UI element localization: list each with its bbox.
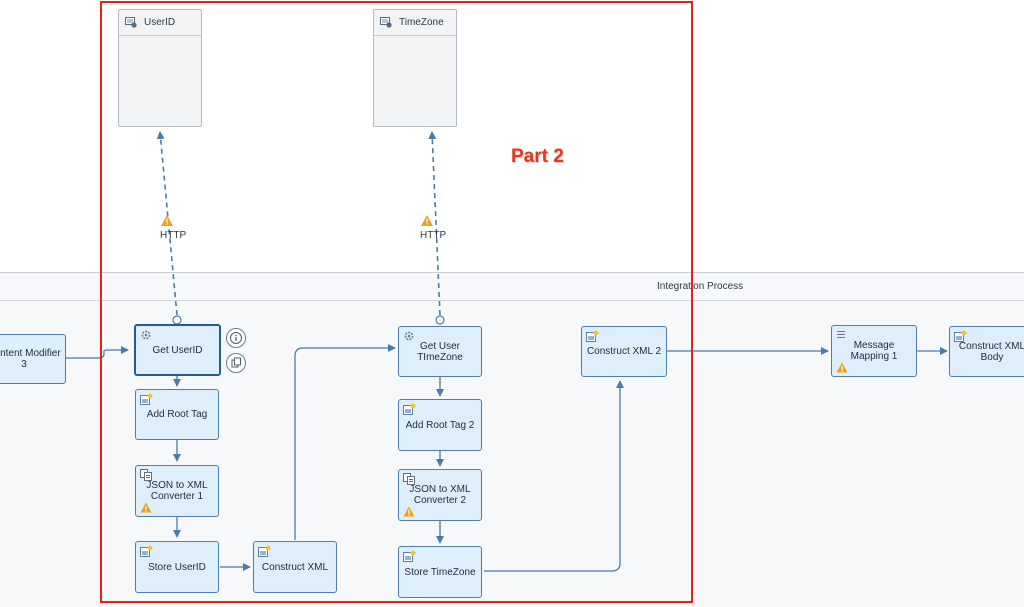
step-label: Get UserID xyxy=(152,344,203,356)
receiver-userid[interactable]: UserID xyxy=(118,9,202,127)
warning-icon xyxy=(140,502,152,513)
part-2-highlight-box xyxy=(100,1,693,603)
mapping-icon xyxy=(837,331,845,338)
step-label: Get User TImeZone xyxy=(417,340,463,363)
copy-button[interactable] xyxy=(226,353,246,373)
step-label: Store TimeZone xyxy=(404,566,476,578)
step-label: JSON to XML Converter 2 xyxy=(409,484,471,506)
http-connection-timezone[interactable] xyxy=(428,131,441,316)
content-modifier-icon xyxy=(403,550,416,562)
content-modifier-icon xyxy=(140,545,153,557)
request-reply-gear-icon xyxy=(404,331,414,341)
step-construct-xml[interactable]: Construct XML xyxy=(253,541,337,593)
step-construct-xml-2[interactable]: Construct XML 2 xyxy=(581,326,667,377)
warning-icon xyxy=(421,215,433,226)
info-button[interactable] xyxy=(226,328,246,348)
step-label: Add Root Tag 2 xyxy=(405,419,475,431)
receiver-system-icon xyxy=(125,17,137,28)
warning-icon xyxy=(161,215,173,226)
receiver-timezone[interactable]: TimeZone xyxy=(373,9,457,127)
copy-icon xyxy=(231,357,241,368)
step-label: JSON to XML Converter 1 xyxy=(146,480,208,502)
step-add-root-tag-2[interactable]: Add Root Tag 2 xyxy=(398,399,482,451)
step-message-mapping-1[interactable]: Message Mapping 1 xyxy=(831,325,917,377)
integration-process-title: Integration Process xyxy=(657,281,744,292)
step-label: Message Mapping 1 xyxy=(850,340,898,362)
request-reply-gear-icon xyxy=(141,330,151,340)
step-content-modifier-3[interactable]: Content Modifier 3 xyxy=(0,334,66,384)
receiver-header: UserID xyxy=(119,10,201,36)
flow-constructxml-to-gettimezone[interactable] xyxy=(294,344,396,540)
step-json-to-xml-converter-1[interactable]: JSON to XML Converter 1 xyxy=(135,465,219,517)
step-store-userid[interactable]: Store UserID xyxy=(135,541,219,593)
content-modifier-icon xyxy=(954,330,967,342)
step-json-to-xml-converter-2[interactable]: JSON to XML Converter 2 xyxy=(398,469,482,521)
step-label: Content Modifier 3 xyxy=(0,348,61,370)
integration-process-header: Integration Process xyxy=(0,273,1024,301)
step-add-root-tag[interactable]: Add Root Tag xyxy=(135,389,219,440)
step-construct-xml-body[interactable]: Construct XML Body xyxy=(949,326,1024,377)
step-label: Add Root Tag xyxy=(146,409,208,420)
step-label: Construct XML Body xyxy=(958,341,1024,363)
part-2-label: Part 2 xyxy=(511,146,564,167)
content-modifier-icon xyxy=(140,393,153,405)
receiver-label: UserID xyxy=(144,17,176,28)
step-label: Construct XML xyxy=(261,561,329,573)
flow-storetimezone-to-constructxml2[interactable] xyxy=(484,380,624,572)
warning-icon xyxy=(836,362,848,373)
content-modifier-icon xyxy=(586,330,599,342)
info-icon xyxy=(230,332,242,344)
warning-icon xyxy=(403,506,415,517)
receiver-header: TimeZone xyxy=(374,10,456,36)
step-get-userid[interactable]: Get UserID xyxy=(134,324,221,376)
converter-icon xyxy=(140,469,152,481)
step-label: Store UserID xyxy=(148,561,206,573)
step-store-timezone[interactable]: Store TimeZone xyxy=(398,546,482,598)
endpoint-circle xyxy=(435,315,445,325)
content-modifier-icon xyxy=(258,545,271,557)
content-modifier-icon xyxy=(403,403,416,415)
step-get-user-timezone[interactable]: Get User TImeZone xyxy=(398,326,482,377)
receiver-label: TimeZone xyxy=(399,17,444,28)
http-adapter-label[interactable]: HTTP xyxy=(420,230,447,241)
step-label: Construct XML 2 xyxy=(586,346,662,357)
http-adapter-label[interactable]: HTTP xyxy=(160,230,187,241)
converter-icon xyxy=(403,473,415,485)
receiver-system-icon xyxy=(380,17,392,28)
